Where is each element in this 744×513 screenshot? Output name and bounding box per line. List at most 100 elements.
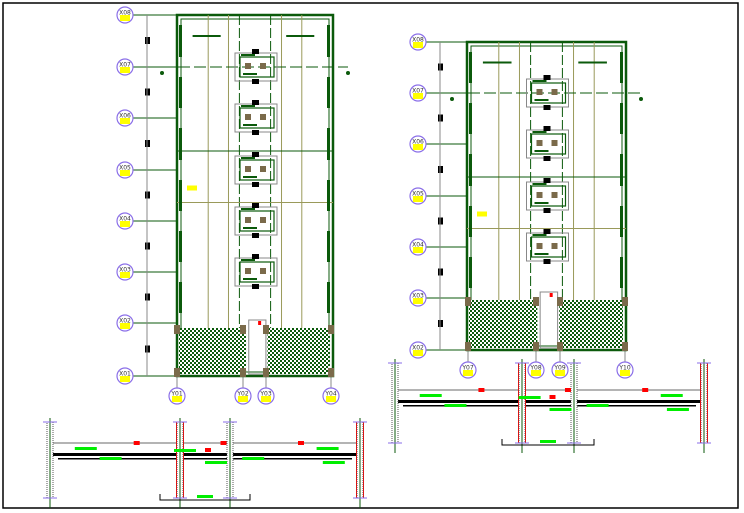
wall-annotation: [179, 77, 182, 108]
unit-column: [245, 217, 251, 223]
marker: [549, 395, 556, 399]
grid-bubble-fill: [413, 298, 423, 304]
wall-annotation: [327, 25, 330, 57]
column: [622, 297, 628, 306]
dimension-annotation: [74, 447, 97, 450]
unit-column: [551, 192, 558, 198]
grid-axis-label: Y08: [529, 365, 541, 372]
unit-column: [245, 114, 251, 120]
opening-marker: [252, 182, 259, 187]
interior-wall: [180, 18, 330, 373]
section-title: [540, 440, 556, 443]
unit-column: [245, 268, 251, 274]
marker: [549, 293, 553, 297]
opening-marker: [252, 49, 259, 54]
unit-room: [530, 133, 567, 155]
grid-bubble-fill: [413, 247, 423, 253]
grid-axis-label: X02: [412, 345, 424, 352]
grid-axis-label: X07: [412, 88, 424, 95]
opening-marker: [543, 229, 551, 234]
exterior-wall: [465, 40, 628, 352]
grid-bubble: X04: [409, 238, 427, 256]
grid-axis-label: X01: [119, 371, 131, 378]
grid-bubble: Y01: [168, 387, 186, 405]
grid-axis-label: X05: [119, 165, 131, 172]
grid-bubble: Y07: [459, 361, 477, 379]
column: [263, 368, 269, 377]
grid-bubble: X07: [409, 84, 427, 102]
grid-axis-label: X04: [412, 242, 424, 249]
wall-annotation: [179, 128, 182, 160]
grid-bubble: Y03: [257, 387, 275, 405]
wall-annotation: [620, 52, 623, 83]
room-label: [286, 35, 315, 37]
room-label: [532, 131, 547, 133]
opening-marker: [543, 208, 551, 213]
wall-annotation: [469, 206, 472, 237]
column: [174, 368, 180, 377]
grid-bubble-fill: [413, 144, 423, 150]
unit-column: [260, 63, 266, 69]
dimension-annotation: [419, 394, 442, 397]
grid-axis-label: Y01: [170, 391, 182, 398]
room-label: [482, 61, 512, 64]
level-tag: [477, 211, 487, 217]
dimension-annotation: [99, 457, 122, 460]
column: [622, 342, 628, 351]
axis-end-marker: [639, 97, 643, 101]
unit-room: [530, 185, 567, 207]
wall-annotation: [469, 257, 472, 288]
hatched-zone: [559, 300, 623, 348]
room-label: [241, 54, 255, 56]
unit-room: [239, 261, 275, 283]
grid-bubble-fill: [120, 118, 130, 124]
opening-marker: [252, 79, 259, 84]
marker: [205, 448, 211, 452]
section-title: [197, 495, 213, 498]
column: [465, 297, 471, 306]
grid-bubble-fill: [413, 196, 423, 202]
grid-bubble-fill: [555, 370, 565, 376]
dimension-annotation: [518, 396, 541, 399]
grid-bubble: X06: [116, 109, 134, 127]
opening-marker: [252, 100, 259, 105]
wall-annotation: [179, 231, 182, 262]
unit-column: [260, 114, 266, 120]
column: [465, 342, 471, 351]
slab: [50, 453, 360, 456]
grid-bubble-fill: [120, 221, 130, 227]
section-bracket: [501, 439, 595, 446]
marker: [133, 441, 140, 445]
dimension-annotation: [322, 461, 345, 464]
opening-marker: [252, 233, 259, 238]
grid-bubble: X07: [116, 58, 134, 76]
unit-column: [551, 140, 558, 146]
marker: [298, 441, 304, 445]
grid-bubble: X04: [116, 212, 134, 230]
opening-marker: [543, 178, 551, 183]
grid-axis-label: X02: [119, 318, 131, 325]
opening-marker: [252, 152, 259, 157]
marker: [478, 388, 485, 392]
grid-bubble-fill: [413, 42, 423, 48]
wall-annotation: [620, 103, 623, 134]
right-section-view: [388, 359, 711, 453]
grid-bubble: X08: [116, 6, 134, 24]
grid-bubble: X05: [116, 161, 134, 179]
column: [533, 297, 539, 306]
room-label: [534, 150, 549, 152]
stair-core: [539, 291, 559, 349]
column: [533, 342, 539, 351]
unit-column: [551, 89, 558, 95]
grid-axis-label: X06: [412, 139, 424, 146]
grid-bubble: Y02: [234, 387, 252, 405]
dimension-annotation: [549, 408, 572, 411]
axis-end-marker: [346, 71, 350, 75]
grid-axis-label: Y10: [618, 365, 630, 372]
column: [240, 325, 246, 334]
grid-axis-label: X03: [119, 267, 131, 274]
grid-bubble-fill: [531, 370, 541, 376]
